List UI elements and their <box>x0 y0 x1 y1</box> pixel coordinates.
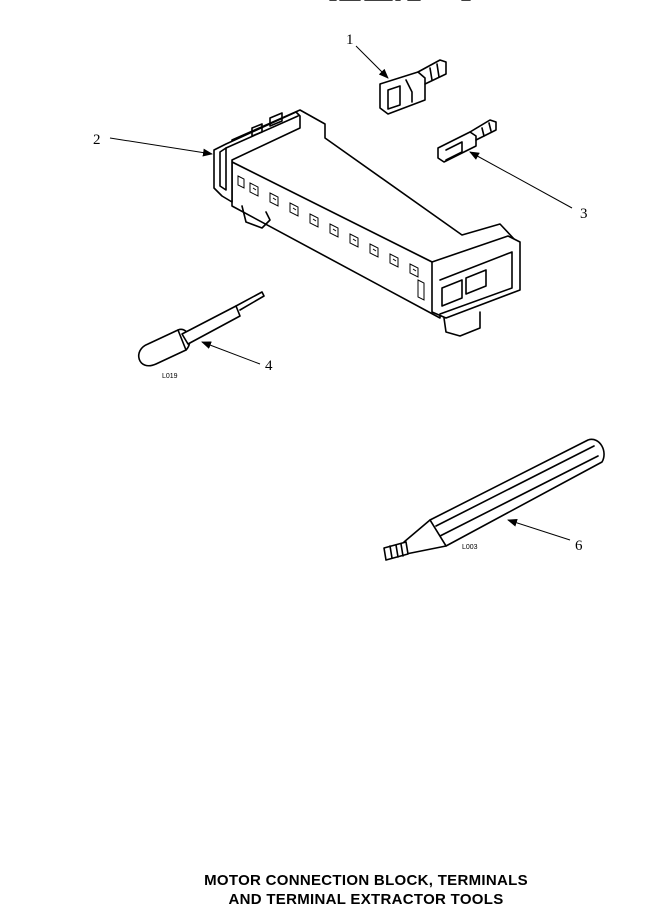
diagram-caption-line-1: MOTOR CONNECTION BLOCK, TERMINALS <box>204 872 528 889</box>
callout-1: 1 <box>346 32 354 48</box>
terminal-part-3 <box>437 119 497 163</box>
callout-3: 3 <box>580 206 588 222</box>
diagram-caption-line-2: AND TERMINAL EXTRACTOR TOOLS <box>228 891 504 908</box>
leader-lines <box>109 45 573 541</box>
callout-4: 4 <box>265 358 273 374</box>
callout-6: 6 <box>575 538 583 554</box>
extractor-tool-small-part-4 <box>137 291 265 367</box>
callout-2: 2 <box>93 132 101 148</box>
terminal-part-1 <box>379 59 447 115</box>
connection-block-part-2 <box>213 109 521 337</box>
extractor-tool-large-part-6 <box>383 438 605 561</box>
part-code-l019: L019 <box>162 373 178 380</box>
part-code-l003: L003 <box>462 544 478 551</box>
